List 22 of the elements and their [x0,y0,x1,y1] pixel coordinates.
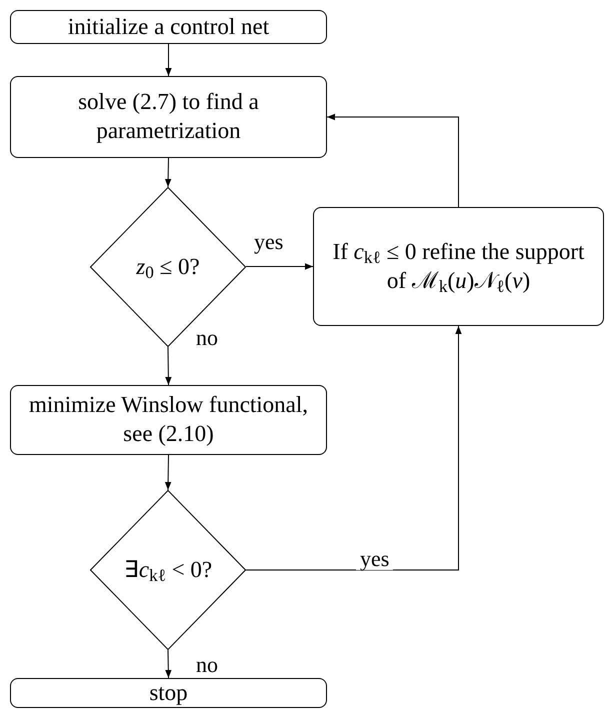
node-text: stop [149,678,188,707]
arrow [165,346,172,386]
arrow [164,454,172,490]
node-text: solve (2.7) to find a parametrization [77,88,260,145]
process-box [10,76,327,158]
arrow [164,158,172,188]
node-text: initialize a control net [68,12,270,41]
arrow [326,114,459,208]
node-text: z$_{0}$ ≤ 0? [136,252,200,282]
node-text: If c$_{kℓ}$ ≤ 0 refine the support of ℳ$_{k}$(u)𝒩$_{ℓ}$(v) [332,238,586,296]
process-box [10,10,327,44]
node-text: ∃c$_{kℓ}$ < 0? [124,556,212,584]
process-box [10,678,327,708]
node-text: minimize Winslow functional, see (2.10) [28,391,310,448]
process-box [10,385,327,455]
arrow [165,650,172,678]
decision-diamond [90,187,246,347]
arrow [165,44,172,76]
arrow [246,326,462,570]
arrow [246,263,314,270]
decision-diamond [90,490,246,650]
process-box [313,207,604,326]
